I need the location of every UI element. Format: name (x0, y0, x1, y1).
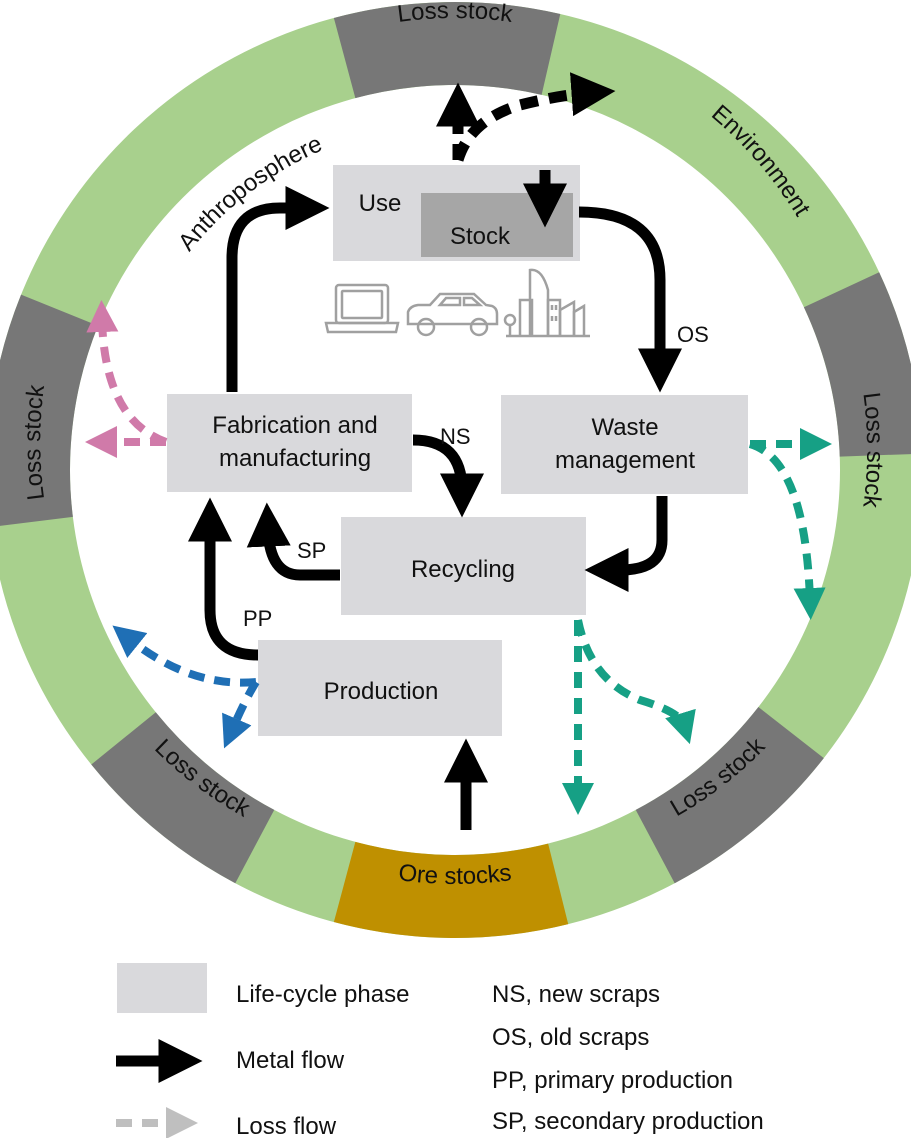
stock-label: Stock (450, 223, 511, 250)
metal-flows (188, 72, 682, 830)
pp-label: PP (243, 606, 272, 631)
production-label: Production (324, 678, 439, 705)
legend-phase-label: Life-cycle phase (236, 981, 409, 1008)
waste-label-line1: Waste (591, 414, 658, 441)
production-box (258, 640, 502, 736)
loss-fabrication-to-environment (86, 300, 168, 446)
loss-production-to-bl-stock (222, 679, 260, 749)
loss-stock-right-segment (803, 272, 911, 457)
loss-flows (85, 300, 832, 815)
flow-use-to-environment (452, 72, 616, 162)
flow-fabrication-to-recycling (412, 434, 484, 518)
legend-abbr-ns: NS, new scraps (492, 981, 660, 1008)
legend-abbr-sp: SP, secondary production (492, 1108, 764, 1135)
recycling-box (341, 517, 586, 615)
flow-fabrication-to-use (226, 186, 330, 392)
ore-stocks-label: Ore stocks (397, 859, 513, 890)
loss-stock-bottom-right-segment (635, 707, 824, 884)
legend-phase-swatch (117, 963, 207, 1013)
buildings-icon (503, 268, 590, 338)
fabrication-label-line2: manufacturing (219, 445, 371, 472)
loss-stock-label-left: Loss stock (19, 382, 50, 501)
flow-use-to-waste (578, 206, 682, 393)
os-label: OS (677, 322, 709, 347)
loss-stock-bottom-left-segment (91, 712, 275, 884)
use-label: Use (359, 190, 402, 217)
loss-production-to-environment (112, 625, 257, 687)
waste-management-box (501, 395, 748, 494)
flow-recycling-to-fabrication (246, 502, 340, 581)
loss-stock-label-right: Loss stock (857, 391, 888, 510)
loss-stock-top-segment (333, 2, 561, 99)
legend: Life-cycle phase Metal flow Loss flow NS… (116, 963, 764, 1138)
legend-loss-flow-label: Loss flow (236, 1113, 337, 1138)
legend-abbr-pp: PP, primary production (492, 1067, 733, 1094)
recycling-label: Recycling (411, 556, 515, 583)
legend-metal-flow-label: Metal flow (236, 1047, 345, 1074)
waste-label-line2: management (555, 447, 695, 474)
legend-abbr-os: OS, old scraps (492, 1024, 649, 1051)
loss-recycling-to-br-stock (574, 619, 696, 745)
loss-stock-label-top: Loss stock (396, 0, 515, 28)
laptop-icon (324, 283, 400, 334)
loss-waste-to-environment (748, 440, 826, 620)
car-icon (406, 292, 499, 337)
environment-ring (0, 2, 911, 939)
ore-stocks-segment (333, 841, 569, 939)
flow-production-to-fabrication (188, 497, 259, 661)
ns-label: NS (440, 424, 471, 449)
fabrication-label-line1: Fabrication and (212, 412, 377, 439)
sp-label: SP (297, 538, 326, 563)
fabrication-box (167, 394, 412, 492)
loss-stock-left-segment (0, 294, 99, 526)
flow-waste-to-recycling (584, 496, 668, 592)
